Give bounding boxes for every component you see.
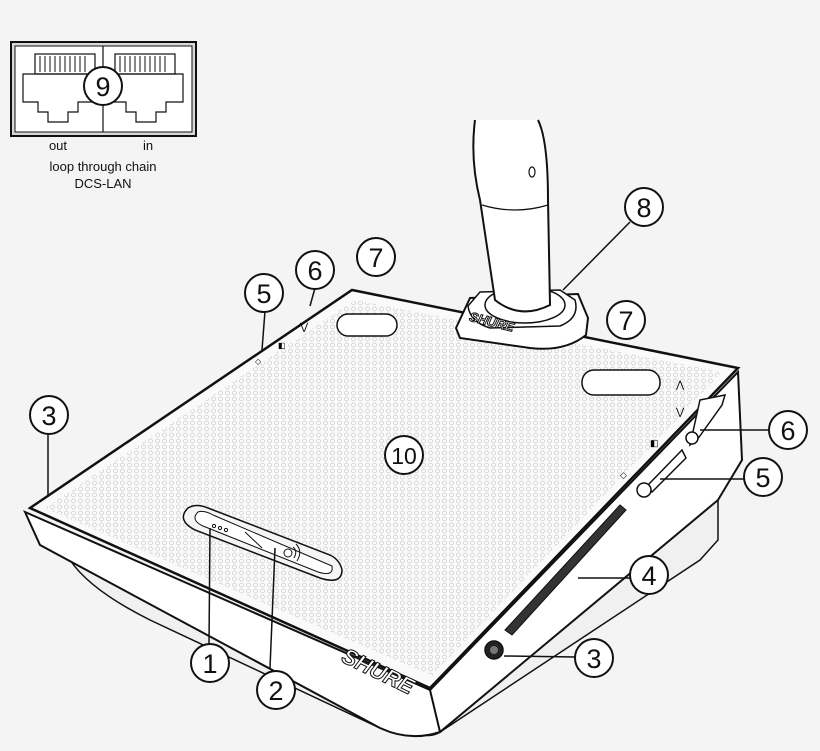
svg-text:3: 3 xyxy=(586,644,601,674)
callout-5-left: 5 xyxy=(244,273,284,313)
channel-icon-top: ◇ xyxy=(255,357,262,366)
channel-button-5 xyxy=(636,482,652,498)
callout-6-left: 6 xyxy=(295,250,335,290)
callout-7-right: 7 xyxy=(606,300,646,340)
microphone-gooseneck xyxy=(472,119,552,313)
speaker-icon: ◧ xyxy=(650,438,659,448)
callout-7-left: 7 xyxy=(356,237,396,277)
svg-text:7: 7 xyxy=(368,243,383,273)
leader-lines xyxy=(47,221,768,669)
callout-8: 8 xyxy=(624,187,664,227)
caption-loop-through: loop through chain xyxy=(50,159,157,174)
callout-3-front: 3 xyxy=(574,638,614,678)
callout-10: 10 xyxy=(384,435,424,475)
chip-card-slot xyxy=(504,504,627,636)
card-reader-right xyxy=(581,369,661,396)
port-in-label: in xyxy=(143,138,153,153)
rj45-in-port-icon xyxy=(108,53,184,123)
conference-unit: ⋁ ⋀ ◧ ◇ ⋁ ◧ ◇ SHURE xyxy=(23,288,744,738)
volume-up-icon: ⋀ xyxy=(675,380,685,391)
device-front-side xyxy=(23,510,442,738)
callout-6-right: 6 xyxy=(768,410,808,450)
callout-3-left: 3 xyxy=(29,395,69,435)
svg-text:4: 4 xyxy=(641,561,656,591)
svg-text:1: 1 xyxy=(202,649,217,679)
svg-text:6: 6 xyxy=(780,416,795,446)
svg-text:5: 5 xyxy=(256,279,271,309)
card-reader-left xyxy=(336,313,398,337)
request-to-speak-icon xyxy=(283,543,301,562)
callout-4: 4 xyxy=(629,555,669,595)
microphone-led-icon xyxy=(528,166,536,178)
callout-9-label: 9 xyxy=(95,72,110,102)
svg-text:10: 10 xyxy=(391,443,417,469)
svg-text:2: 2 xyxy=(268,676,283,706)
callout-9-circle xyxy=(83,66,123,106)
svg-text:3: 3 xyxy=(41,401,56,431)
callout-1: 1 xyxy=(190,643,230,683)
speaker-grille xyxy=(45,300,722,676)
volume-button-6 xyxy=(685,431,699,445)
gooseneck-microphone: SHURE xyxy=(454,119,590,350)
connector-panel: 9 out in loop through chain DCS-LAN xyxy=(10,41,197,191)
microphone-mute-icon xyxy=(211,523,229,533)
svg-text:8: 8 xyxy=(636,193,651,223)
callout-2: 2 xyxy=(256,670,296,710)
volume-down-icon: ⋁ xyxy=(675,407,685,418)
svg-text:6: 6 xyxy=(307,256,322,286)
callout-5-right: 5 xyxy=(743,457,783,497)
touch-panel xyxy=(182,504,343,581)
volume-icon-top: ⋁ xyxy=(299,322,309,333)
port-out-label: out xyxy=(49,138,67,153)
channel-icon: ◇ xyxy=(620,470,627,480)
svg-text:5: 5 xyxy=(755,463,770,493)
speaker-icon-top: ◧ xyxy=(278,341,286,350)
svg-text:7: 7 xyxy=(618,306,633,336)
caption-dcs-lan: DCS-LAN xyxy=(74,176,131,191)
